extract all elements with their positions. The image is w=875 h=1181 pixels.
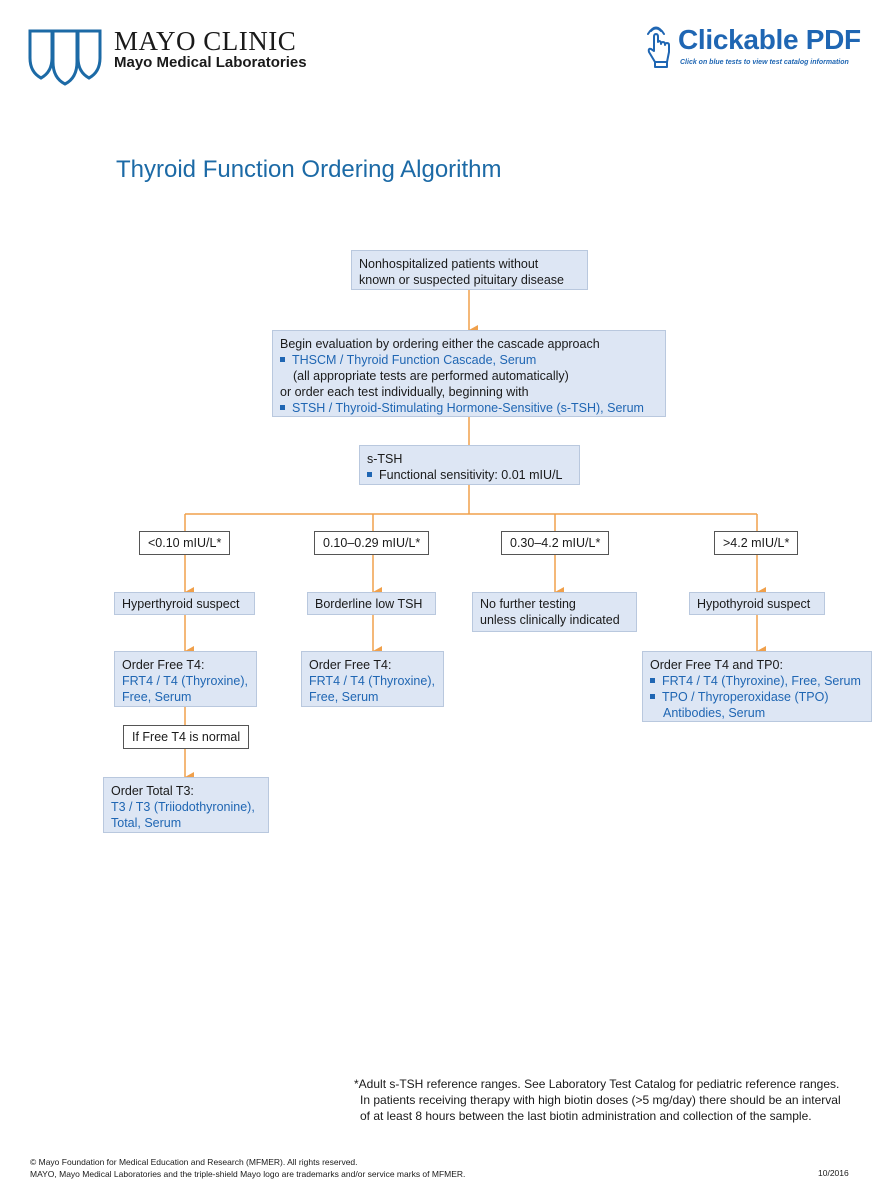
pointing-hand-icon bbox=[647, 26, 670, 68]
begin-line-2: (all appropriate tests are performed aut… bbox=[293, 369, 569, 383]
frt4-link-cont[interactable]: Free, Serum bbox=[122, 690, 192, 704]
copyright-line-1: © Mayo Foundation for Medical Education … bbox=[30, 1157, 358, 1167]
no-further-node: No further testing unless clinically ind… bbox=[472, 592, 637, 632]
if-free-t4-normal-label: If Free T4 is normal bbox=[123, 725, 250, 749]
no-further-line-1: No further testing bbox=[480, 597, 576, 611]
copyright: © Mayo Foundation for Medical Education … bbox=[30, 1156, 465, 1180]
hyperthyroid-node: Hyperthyroid suspect bbox=[114, 592, 255, 615]
brand-name: MAYO CLINIC bbox=[114, 26, 297, 56]
bullet-icon bbox=[367, 472, 372, 478]
order-tpo-title: Order Free T4 and TP0: bbox=[650, 658, 783, 672]
frt4-link-cont[interactable]: Free, Serum bbox=[309, 690, 379, 704]
date-code: 10/2016 bbox=[818, 1168, 849, 1178]
order-t3-title: Order Total T3: bbox=[111, 784, 194, 798]
start-node: Nonhospitalized patients without known o… bbox=[351, 250, 588, 290]
frt4-link[interactable]: FRT4 / T4 (Thyroxine), Free, Serum bbox=[662, 674, 861, 688]
order-total-t3-node: Order Total T3: T3 / T3 (Triiodothyronin… bbox=[103, 777, 269, 833]
start-line-2: known or suspected pituitary disease bbox=[359, 273, 564, 287]
footnote-line-1: *Adult s-TSH reference ranges. See Labor… bbox=[354, 1077, 840, 1091]
bullet-icon bbox=[280, 357, 285, 363]
order-free-t4-hyper-node: Order Free T4: FRT4 / T4 (Thyroxine), Fr… bbox=[114, 651, 257, 707]
t3-link-cont[interactable]: Total, Serum bbox=[111, 816, 182, 830]
range-label-1: <0.10 mIU/L* bbox=[139, 531, 231, 555]
begin-line-1: Begin evaluation by ordering either the … bbox=[280, 337, 600, 351]
mayo-shield-logo bbox=[28, 29, 102, 86]
start-line-1: Nonhospitalized patients without bbox=[359, 257, 539, 271]
footnote-line-3: of at least 8 hours between the last bio… bbox=[360, 1109, 812, 1123]
brand-subtitle: Mayo Medical Laboratories bbox=[114, 54, 307, 71]
footnote-line-2: In patients receiving therapy with high … bbox=[360, 1093, 841, 1107]
tpo-link-cont[interactable]: Antibodies, Serum bbox=[663, 706, 766, 720]
frt4-link[interactable]: FRT4 / T4 (Thyroxine), bbox=[309, 674, 435, 688]
no-further-line-2: unless clinically indicated bbox=[480, 613, 620, 627]
copyright-line-2: MAYO, Mayo Medical Laboratories and the … bbox=[30, 1169, 466, 1179]
frt4-link[interactable]: FRT4 / T4 (Thyroxine), bbox=[122, 674, 248, 688]
footnote: *Adult s-TSH reference ranges. See Labor… bbox=[354, 1076, 841, 1124]
stsh-node: s-TSH Functional sensitivity: 0.01 mIU/L bbox=[359, 445, 580, 485]
hyperthyroid-label: Hyperthyroid suspect bbox=[122, 597, 240, 611]
order-t4-title: Order Free T4: bbox=[309, 658, 392, 672]
bullet-icon bbox=[650, 694, 655, 700]
stsh-sensitivity: Functional sensitivity: 0.01 mIU/L bbox=[379, 468, 563, 482]
bullet-icon bbox=[650, 678, 655, 684]
order-free-t4-borderline-node: Order Free T4: FRT4 / T4 (Thyroxine), Fr… bbox=[301, 651, 444, 707]
stsh-title: s-TSH bbox=[367, 452, 403, 466]
borderline-node: Borderline low TSH bbox=[307, 592, 436, 615]
t3-link[interactable]: T3 / T3 (Triiodothyronine), bbox=[111, 800, 255, 814]
range-label-4: >4.2 mIU/L* bbox=[714, 531, 799, 555]
clickable-pdf-title: Clickable PDF bbox=[678, 24, 861, 55]
thscm-link[interactable]: THSCM / Thyroid Function Cascade, Serum bbox=[292, 353, 537, 367]
begin-evaluation-node: Begin evaluation by ordering either the … bbox=[272, 330, 666, 417]
borderline-label: Borderline low TSH bbox=[315, 597, 423, 611]
stsh-link[interactable]: STSH / Thyroid-Stimulating Hormone-Sensi… bbox=[292, 401, 644, 415]
range-label-2: 0.10–0.29 mIU/L* bbox=[314, 531, 430, 555]
hypothyroid-node: Hypothyroid suspect bbox=[689, 592, 825, 615]
page-title: Thyroid Function Ordering Algorithm bbox=[116, 156, 502, 183]
begin-line-3: or order each test individually, beginni… bbox=[280, 385, 529, 399]
clickable-pdf-subtitle: Click on blue tests to view test catalog… bbox=[680, 59, 849, 66]
order-free-t4-tpo-node: Order Free T4 and TP0: FRT4 / T4 (Thyrox… bbox=[642, 651, 872, 722]
bullet-icon bbox=[280, 405, 285, 411]
range-label-3: 0.30–4.2 mIU/L* bbox=[501, 531, 610, 555]
tpo-link[interactable]: TPO / Thyroperoxidase (TPO) bbox=[662, 690, 829, 704]
hypothyroid-label: Hypothyroid suspect bbox=[697, 597, 811, 611]
order-t4-title: Order Free T4: bbox=[122, 658, 205, 672]
